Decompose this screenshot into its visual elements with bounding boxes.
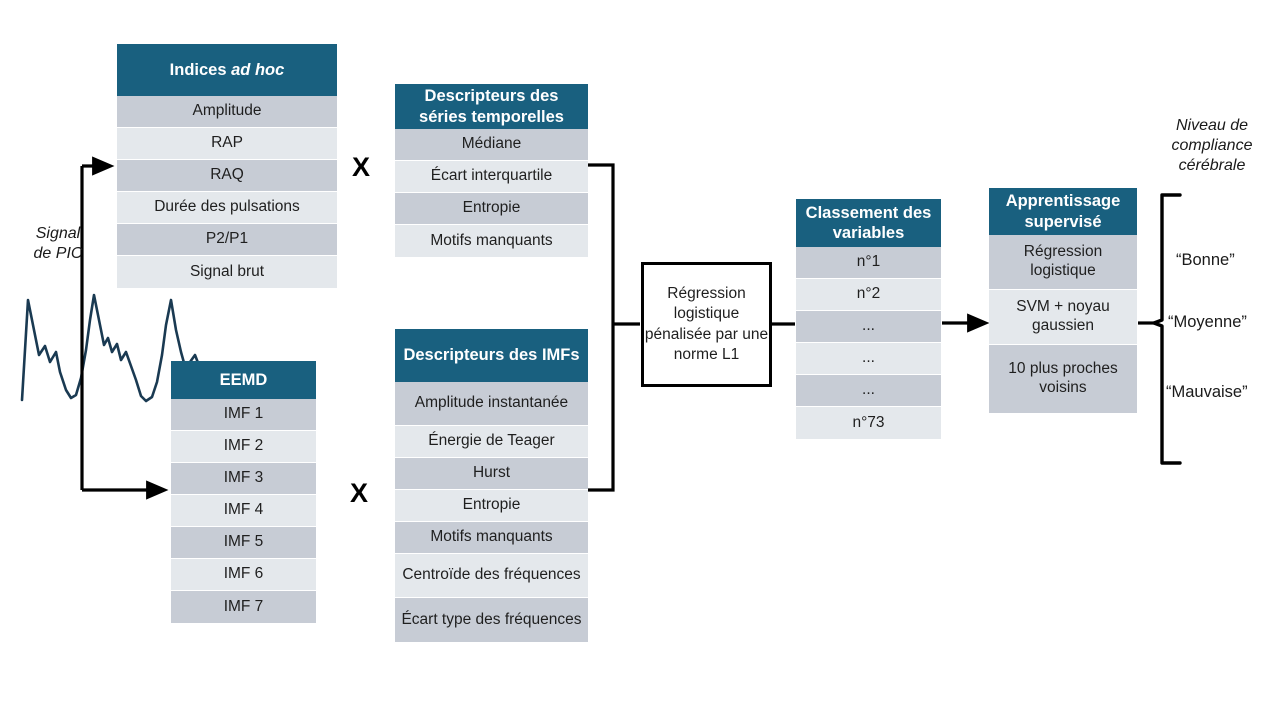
multiply-symbol-top: X — [352, 152, 371, 182]
signal-label: Signal de PIC — [12, 224, 104, 264]
table-row[interactable]: ... — [796, 375, 941, 407]
table-variable-ranking: Classement des variables n°1 n°2 ... ...… — [796, 199, 941, 439]
header-text-prefix: Indices — [169, 60, 232, 79]
table-row[interactable]: Entropie — [395, 193, 588, 225]
table-row[interactable]: Écart type des fréquences — [395, 598, 588, 642]
table-indices-ad-hoc: Indices ad hoc Amplitude RAP RAQ Durée d… — [117, 44, 337, 288]
table-row[interactable]: IMF 2 — [171, 431, 316, 463]
table-row[interactable]: n°2 — [796, 279, 941, 311]
outcome-class-poor: “Mauvaise” — [1166, 383, 1248, 401]
table-row[interactable]: SVM + noyau gaussien — [989, 290, 1137, 345]
table-supervised-learning: Apprentissage supervisé Régression logis… — [989, 188, 1137, 413]
table-row[interactable]: Motifs manquants — [395, 225, 588, 257]
table-time-series-descriptors: Descripteurs des séries temporelles Médi… — [395, 84, 588, 257]
table-row[interactable]: RAP — [117, 128, 337, 160]
table-header-variable-ranking: Classement des variables — [796, 199, 941, 247]
table-row[interactable]: Régression logistique — [989, 235, 1137, 290]
table-header-imf-descriptors: Descripteurs des IMFs — [395, 329, 588, 382]
outcome-class-good: “Bonne” — [1176, 251, 1235, 269]
multiply-symbol-bottom: X — [350, 478, 369, 508]
table-row[interactable]: IMF 1 — [171, 399, 316, 431]
table-row[interactable]: Motifs manquants — [395, 522, 588, 554]
table-row[interactable]: IMF 3 — [171, 463, 316, 495]
signal-label-line1: Signal — [35, 225, 81, 242]
table-row[interactable]: RAQ — [117, 160, 337, 192]
table-row[interactable]: IMF 5 — [171, 527, 316, 559]
table-row[interactable]: n°73 — [796, 407, 941, 439]
outcome-class-moderate: “Moyenne” — [1168, 313, 1247, 331]
table-row[interactable]: IMF 7 — [171, 591, 316, 623]
table-row[interactable]: Entropie — [395, 490, 588, 522]
table-row[interactable]: Hurst — [395, 458, 588, 490]
table-row[interactable]: ... — [796, 343, 941, 375]
table-row[interactable]: ... — [796, 311, 941, 343]
table-eemd: EEMD IMF 1 IMF 2 IMF 3 IMF 4 IMF 5 IMF 6… — [171, 361, 316, 623]
table-row[interactable]: Énergie de Teager — [395, 426, 588, 458]
signal-label-line2: de PIC — [33, 245, 83, 262]
descriptor-merge-connector — [588, 163, 640, 492]
table-imf-descriptors: Descripteurs des IMFs Amplitude instanta… — [395, 329, 588, 642]
table-row[interactable]: P2/P1 — [117, 224, 337, 256]
table-row[interactable]: 10 plus proches voisins — [989, 345, 1137, 413]
table-row[interactable]: Durée des pulsations — [117, 192, 337, 224]
logistic-regression-box[interactable]: Régression logistique pénalisée par une … — [641, 262, 772, 387]
outcome-title: Niveau de compliance cérébrale — [1171, 117, 1253, 174]
table-header-eemd: EEMD — [171, 361, 316, 399]
table-header-indices-ad-hoc: Indices ad hoc — [117, 44, 337, 96]
table-row[interactable]: Signal brut — [117, 256, 337, 288]
table-header-time-series-descriptors: Descripteurs des séries temporelles — [395, 84, 588, 129]
table-row[interactable]: Amplitude — [117, 96, 337, 128]
table-row[interactable]: Écart interquartile — [395, 161, 588, 193]
header-text-italic: ad hoc — [231, 60, 285, 79]
table-row[interactable]: Amplitude instantanée — [395, 382, 588, 426]
table-row[interactable]: n°1 — [796, 247, 941, 279]
table-header-supervised-learning: Apprentissage supervisé — [989, 188, 1137, 235]
table-row[interactable]: Centroïde des fréquences — [395, 554, 588, 598]
table-row[interactable]: Médiane — [395, 129, 588, 161]
table-row[interactable]: IMF 6 — [171, 559, 316, 591]
table-row[interactable]: IMF 4 — [171, 495, 316, 527]
